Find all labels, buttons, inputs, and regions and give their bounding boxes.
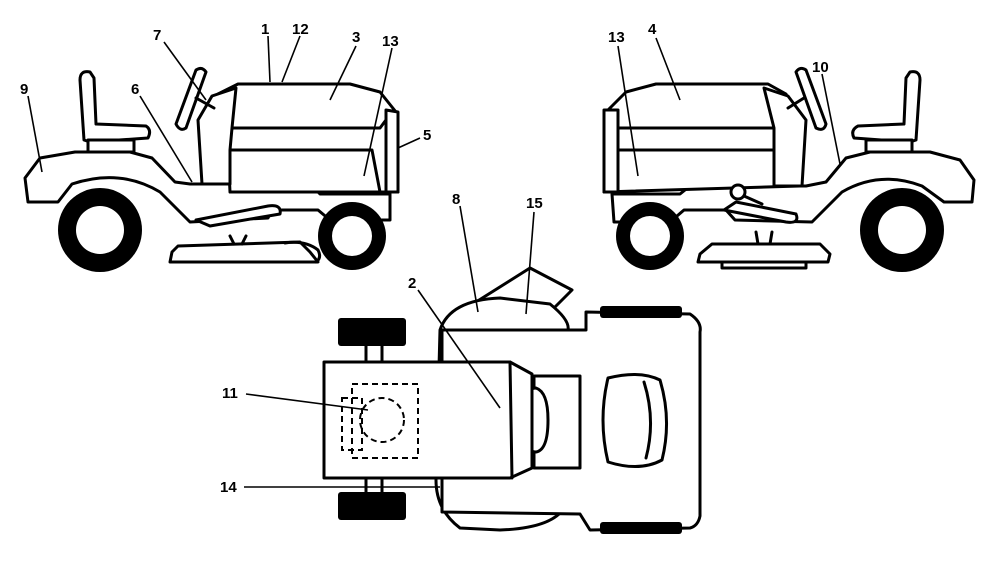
deck-chute-left [283,240,322,264]
dash-console-right [762,86,808,188]
callout-3: 3 [352,29,360,46]
steering-wheel-left [174,66,208,131]
callout-10: 10 [812,59,829,76]
seat-right [851,70,922,144]
steering-wheel-right [794,66,828,131]
callout-15: 15 [526,195,543,212]
seat-left [78,70,152,144]
callout-labels: 1 2 3 4 5 6 7 8 9 10 11 12 13 13 14 15 [20,21,829,496]
mower-deck-left [168,240,320,264]
callout-7: 7 [153,27,161,44]
callout-1: 1 [261,21,269,38]
callout-5: 5 [423,127,431,144]
callout-14: 14 [220,479,237,496]
key-icon [729,183,747,201]
hood-left [216,82,400,194]
callout-4: 4 [648,21,657,38]
callout-2: 2 [408,275,416,292]
callout-13-right: 13 [608,29,625,46]
callout-8: 8 [452,191,460,208]
tractor-top-view [322,266,702,534]
callout-12: 12 [292,21,309,38]
dash-console-left [196,86,238,186]
mower-deck-right [696,242,832,264]
callout-9: 9 [20,81,28,98]
callout-13-left: 13 [382,33,399,50]
callout-11: 11 [222,385,238,402]
tractor-right-side-view [602,66,976,272]
leader-lines [27,35,841,488]
seat-top [601,373,668,468]
tractor-left-side-view [23,66,400,272]
hood-top [322,360,534,480]
callout-6: 6 [131,81,139,98]
